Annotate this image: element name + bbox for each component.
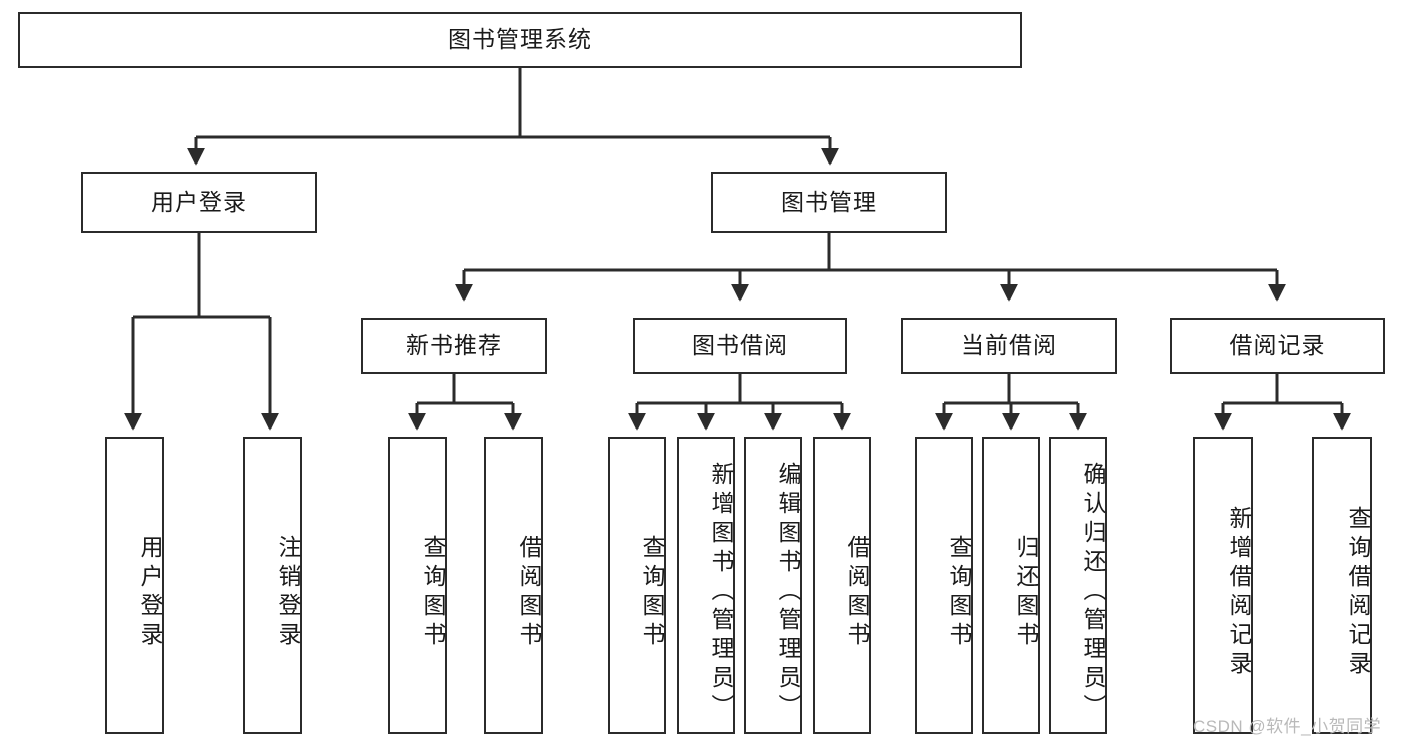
node-label: 图书管理系统 <box>448 26 592 53</box>
leaf-current-borrow-confirm-return-admin[interactable]: 确认归还（管理员） <box>1049 437 1107 734</box>
leaf-book-borrow-query-book[interactable]: 查询图书 <box>608 437 666 734</box>
node-label: 用户登录 <box>137 534 163 651</box>
node-label: 编辑图书（管理员） <box>775 462 801 723</box>
watermark: CSDN @软件_小贺同学 <box>1193 717 1382 736</box>
leaf-new-book-borrow-book[interactable]: 借阅图书 <box>484 437 543 734</box>
node-label: 当前借阅 <box>961 332 1057 359</box>
leaf-borrow-record-add-record[interactable]: 新增借阅记录 <box>1193 437 1253 734</box>
leaf-book-borrow-borrow-book[interactable]: 借阅图书 <box>813 437 871 734</box>
node-label: 查询图书 <box>639 534 665 651</box>
node-label: 归还图书 <box>1013 534 1039 651</box>
leaf-borrow-record-query-record[interactable]: 查询借阅记录 <box>1312 437 1372 734</box>
node-book-borrow[interactable]: 图书借阅 <box>633 318 847 374</box>
node-label: 借阅记录 <box>1229 332 1326 359</box>
node-label: 查询图书 <box>420 534 446 651</box>
leaf-book-borrow-edit-book-admin[interactable]: 编辑图书（管理员） <box>744 437 802 734</box>
node-book-management[interactable]: 图书管理 <box>711 172 947 233</box>
node-root-book-management-system[interactable]: 图书管理系统 <box>18 12 1022 68</box>
node-borrow-record[interactable]: 借阅记录 <box>1170 318 1385 374</box>
node-label: 查询借阅记录 <box>1345 505 1371 680</box>
node-label: 新增借阅记录 <box>1226 505 1252 680</box>
node-label: 查询图书 <box>946 534 972 651</box>
leaf-book-borrow-add-book-admin[interactable]: 新增图书（管理员） <box>677 437 735 734</box>
node-label: 确认归还（管理员） <box>1080 462 1106 723</box>
node-label: 新书推荐 <box>406 332 502 359</box>
node-label: 用户登录 <box>151 188 247 215</box>
leaf-new-book-query-book[interactable]: 查询图书 <box>388 437 447 734</box>
node-current-borrow[interactable]: 当前借阅 <box>901 318 1117 374</box>
node-label: 借阅图书 <box>844 534 870 651</box>
node-label: 借阅图书 <box>516 534 542 651</box>
node-user-login[interactable]: 用户登录 <box>81 172 317 233</box>
node-label: 图书借阅 <box>692 332 788 359</box>
node-label: 注销登录 <box>275 534 301 651</box>
node-new-book-recommend[interactable]: 新书推荐 <box>361 318 547 374</box>
node-label: 新增图书（管理员） <box>708 462 734 723</box>
leaf-current-borrow-query-book[interactable]: 查询图书 <box>915 437 973 734</box>
leaf-current-borrow-return-book[interactable]: 归还图书 <box>982 437 1040 734</box>
leaf-user-login-login[interactable]: 用户登录 <box>105 437 164 734</box>
node-label: 图书管理 <box>781 188 877 215</box>
leaf-user-login-logout[interactable]: 注销登录 <box>243 437 302 734</box>
